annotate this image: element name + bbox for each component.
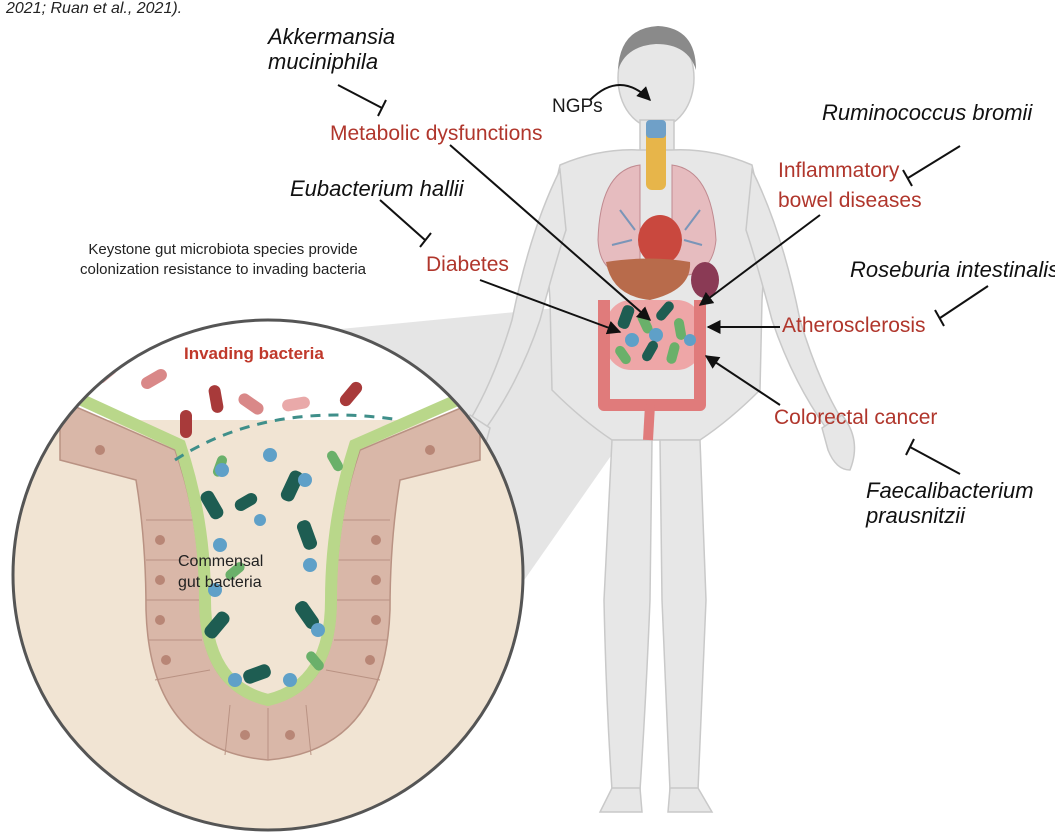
label-ibd: Inflammatory bowel diseases [778,156,922,217]
label-diabetes: Diabetes [426,253,509,277]
label-eubacterium: Eubacterium hallii [290,176,464,201]
stomach [691,262,719,298]
label-atherosclerosis: Atherosclerosis [782,314,926,338]
caption-keystone: Keystone gut microbiota species provide … [80,240,366,281]
right-foot [668,788,712,812]
left-leg [604,440,652,790]
top-cut-text: 2021; Ruan et al., 2021). [6,0,182,18]
label-invading-bacteria: Invading bacteria [184,344,324,364]
rectum [648,405,650,440]
label-ngps: NGPs [552,96,603,118]
label-roseburia: Roseburia intestinalis [850,257,1055,282]
left-foot [600,788,642,812]
label-colorectal-cancer: Colorectal cancer [774,406,937,430]
heart [638,215,682,265]
label-faecalibacterium: Faecalibacterium prausnitzii [866,478,1034,529]
label-ruminococcus: Ruminococcus bromii [822,100,1032,125]
label-commensal-gut-bacteria: Commensal gut bacteria [178,552,263,594]
label-akkermansia: Akkermansia muciniphila [268,24,395,75]
label-metabolic-dysfunctions: Metabolic dysfunctions [330,122,542,146]
right-leg [660,440,706,790]
